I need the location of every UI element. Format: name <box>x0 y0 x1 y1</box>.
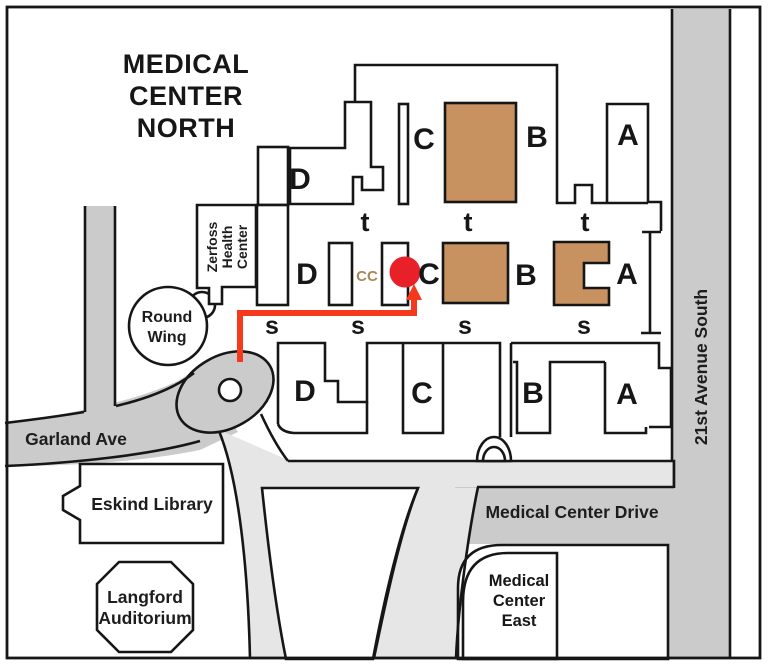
road-edge <box>259 413 290 462</box>
building-label-b3: B <box>522 377 544 410</box>
roundabout-center-island <box>217 377 243 403</box>
road-edge <box>372 487 420 659</box>
zerfoss-label: Health <box>219 226 235 269</box>
medical-center-east-label: Medical <box>489 572 550 590</box>
row1-annex <box>256 145 290 207</box>
medical-center-drive-road <box>455 487 730 544</box>
entrance-arch-inner <box>481 445 507 463</box>
road-edge <box>288 459 676 488</box>
road-edge <box>4 410 85 425</box>
langford-label: Langford <box>107 587 183 607</box>
eskind-library-building <box>61 462 225 545</box>
building-label-b1: B <box>526 121 548 154</box>
row1-thin-wing <box>397 102 410 206</box>
drive-east-sliver <box>660 543 730 659</box>
row1-a-building <box>605 102 663 231</box>
eskind-library-label: Eskind Library <box>91 494 213 514</box>
row2-wing-1 <box>327 241 354 307</box>
zerfoss-label: Zerfoss <box>204 222 220 273</box>
entrance-label-s2: s <box>351 312 365 340</box>
east-connector-ibeam <box>641 230 661 335</box>
row2-west-wing <box>255 203 290 307</box>
labels-layer: MEDICAL CENTER NORTH D C B A t t t D C B… <box>25 49 711 630</box>
round-wing-label: Wing <box>148 329 187 346</box>
zerfoss-health-center-building <box>195 203 258 306</box>
road-edge <box>454 486 480 659</box>
building-label-a2: A <box>616 258 638 291</box>
map-border <box>5 5 762 660</box>
tan-building-central <box>441 241 510 305</box>
garland-ave-label: Garland Ave <box>25 429 127 449</box>
route-arrowhead-icon <box>406 284 422 300</box>
medical-center-east-building <box>461 551 559 661</box>
building-label-c1: C <box>413 123 435 156</box>
row3-b-prong <box>513 360 605 435</box>
round-wing-label: Round <box>142 309 193 326</box>
langford-label: Auditorium <box>98 608 191 628</box>
building-label-cc: CC <box>356 268 378 285</box>
row3-d-prong-base <box>276 402 369 435</box>
entrance-label-s3: s <box>458 312 472 340</box>
title-line: MEDICAL <box>123 49 250 79</box>
building-label-d3: D <box>294 375 316 408</box>
building-label-a3: A <box>616 378 638 411</box>
row3-east-outline <box>511 341 673 429</box>
row3-a-prong <box>603 362 648 435</box>
destination-marker-icon <box>389 256 421 288</box>
north-road <box>85 206 115 418</box>
route-layer <box>237 256 422 362</box>
tan-building-north <box>443 101 518 204</box>
entrance-label-s4: s <box>577 312 591 340</box>
building-label-b2: B <box>515 259 537 292</box>
route-path <box>237 299 417 362</box>
medical-center-east-label: Center <box>493 592 546 610</box>
building-label-d1: D <box>289 163 311 196</box>
row3-west-outline <box>276 341 502 437</box>
building-label-a1: A <box>617 119 639 152</box>
row1-outer-boundary <box>353 63 607 205</box>
row3-c-prong <box>401 343 445 435</box>
tan-building-east <box>552 240 611 307</box>
medical-center-east-label: East <box>502 612 537 630</box>
south-branch-road <box>373 488 478 659</box>
title-line: CENTER <box>129 81 243 111</box>
row1-d-building <box>288 100 385 206</box>
map-title: MEDICAL CENTER NORTH <box>123 49 250 143</box>
title-line: NORTH <box>137 113 236 143</box>
21st-avenue-label: 21st Avenue South <box>691 289 711 445</box>
entrance-label-s1: s <box>265 312 279 340</box>
medical-center-drive-label: Medical Center Drive <box>485 502 658 522</box>
road-edge <box>115 371 195 408</box>
langford-auditorium-building <box>95 560 195 654</box>
round-wing-building <box>127 285 209 367</box>
building-label-c3: C <box>411 377 433 410</box>
building-label-d2: D <box>296 258 318 291</box>
entrance-label-t2: t <box>464 207 473 237</box>
road-edge <box>217 430 252 660</box>
roads-layer <box>4 9 732 661</box>
road-edge <box>4 439 201 468</box>
zerfoss-label: Center <box>234 224 250 269</box>
entrance-label-t3: t <box>581 207 590 237</box>
building-label-c2: C <box>418 258 440 291</box>
entrance-label-t1: t <box>361 207 370 237</box>
buildings-layer <box>61 63 673 661</box>
